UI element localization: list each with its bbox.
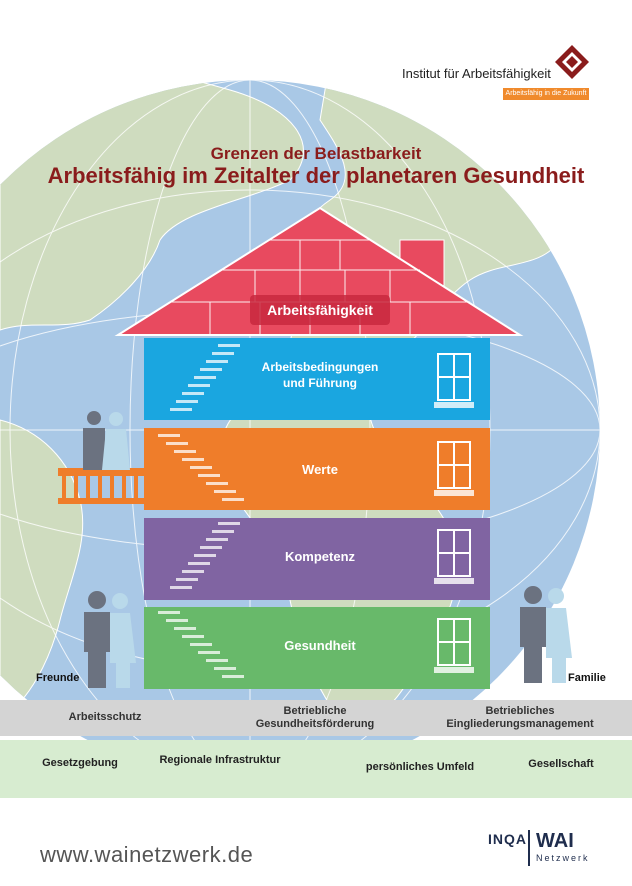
website-link[interactable]: www.wainetzwerk.de [40,842,254,867]
institute-tagline: Arbeitsfähig in die Zukunft [503,88,589,100]
floor-label-2: Werte [302,462,338,477]
roof-label: Arbeitsfähigkeit [267,302,373,318]
band-grey [0,700,632,736]
floor-label-1b: und Führung [283,376,357,390]
institute-logo-icon [555,45,589,79]
label-freunde: Freunde [36,672,80,684]
band-grey-item-3a: Betriebliches [485,705,555,717]
inqa-logo: INQA [488,831,527,847]
band-green-item-2: Regionale Infrastruktur [159,754,281,766]
house-roof [114,206,524,336]
person-icon-balcony-pair [83,411,130,470]
floor-label-4: Gesundheit [284,638,356,653]
wai-logo: WAI [536,830,574,852]
band-grey-item-1: Arbeitsschutz [68,711,142,723]
stairs-and-windows [158,344,474,678]
logo-divider [528,830,530,866]
band-grey-item-2a: Betriebliche [283,705,347,717]
band-green-item-1: Gesetzgebung [42,757,118,769]
balcony [58,468,146,504]
floor-label-3: Kompetenz [284,549,356,564]
band-green-item-4: Gesellschaft [528,758,594,770]
institute-name: Institut für Arbeitsfähigkeit [402,66,551,81]
floor-gesundheit [144,607,490,689]
floor-label-1a: Arbeitsbedingungen [261,360,379,374]
subtitle: Grenzen der Belastbarkeit [210,144,422,163]
band-grey-item-2b: Gesundheitsförderung [255,718,375,730]
person-icon-friends [84,591,136,688]
floor-kompetenz [144,518,490,600]
band-green-item-3: persönliches Umfeld [365,761,475,773]
page-title: Arbeitsfähig im Zeitalter der planetaren… [47,163,585,188]
band-grey-item-3b: Eingliederungsmanagement [446,718,594,730]
wai-logo-sub: Netzwerk [536,853,590,863]
person-icon-family [520,586,572,683]
label-familie: Familie [568,672,606,684]
band-green [0,740,632,798]
